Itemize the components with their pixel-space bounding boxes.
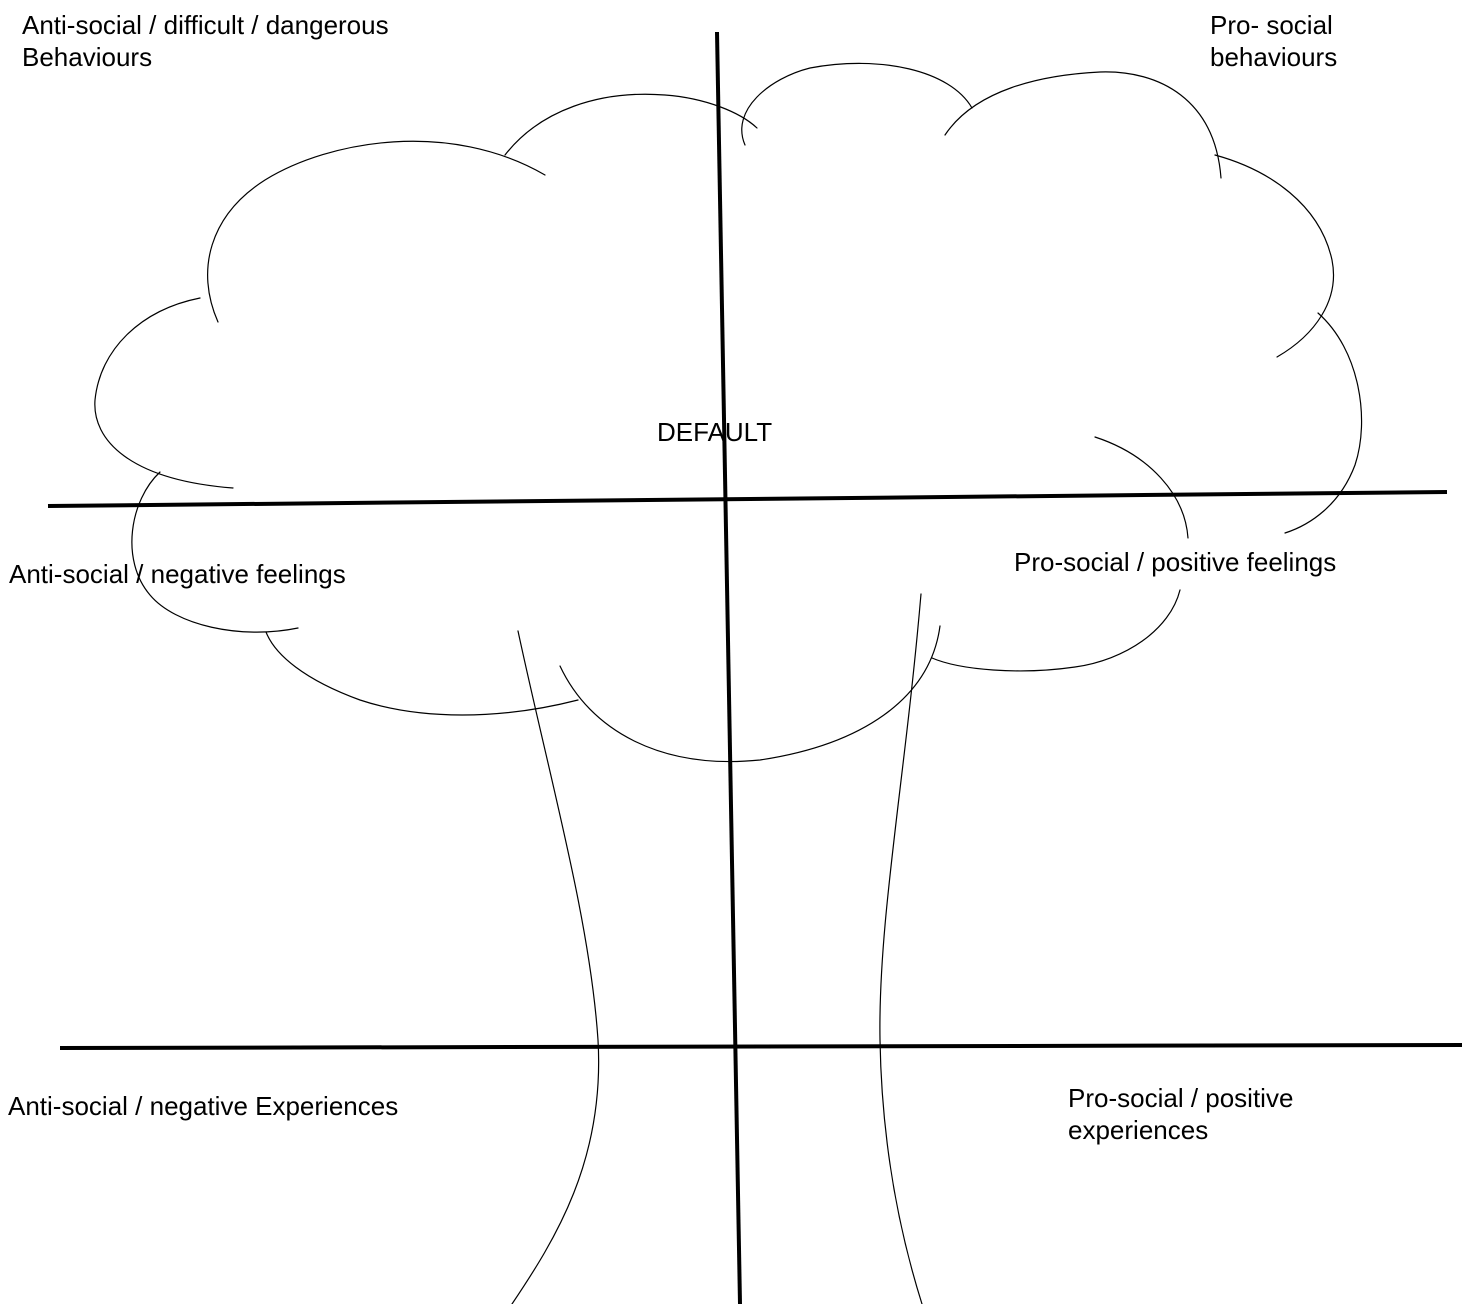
- cloud-arc-right-lower: [1284, 312, 1363, 534]
- label-prosocial-feelings: Pro-social / positive feelings: [1014, 547, 1337, 577]
- cloud-arc-bottom-center-right: [559, 625, 941, 763]
- label-prosocial-experiences: Pro-social / positive experiences: [1068, 1082, 1293, 1146]
- horizontal-axis-upper: [47, 490, 1448, 508]
- cloud-arc-bottom-center-left: [265, 631, 579, 716]
- cloud-arc-right-upper: [1214, 154, 1334, 358]
- cloud-arc-top-left: [207, 140, 546, 323]
- cloud-arc-left: [94, 297, 234, 489]
- label-prosocial-behaviours-line-1: Pro- social: [1210, 10, 1333, 40]
- label-prosocial-behaviours: Pro- social behaviours: [1210, 9, 1337, 73]
- vertical-axis: [715, 31, 742, 1304]
- label-antisocial-experiences: Anti-social / negative Experiences: [8, 1091, 399, 1121]
- label-default: DEFAULT: [657, 417, 773, 447]
- label-antisocial-behaviours-line-2: Behaviours: [22, 42, 153, 72]
- horizontal-axis-lower: [59, 1043, 1463, 1050]
- cloud-arc-top-right: [944, 71, 1222, 179]
- label-antisocial-behaviours: Anti-social / difficult / dangerous Beha…: [22, 9, 389, 73]
- trunk-right-edge: [879, 593, 923, 1304]
- cloud-arc-left-bottom: [131, 471, 299, 633]
- label-prosocial-experiences-line-1: Pro-social / positive: [1068, 1083, 1294, 1113]
- cloud-arc-top-mid: [741, 62, 973, 146]
- label-prosocial-behaviours-line-2: behaviours: [1210, 42, 1338, 72]
- cloud-arc-right-inner: [1094, 436, 1189, 539]
- label-antisocial-feelings: Anti-social / negative feelings: [9, 559, 346, 589]
- label-antisocial-behaviours-line-1: Anti-social / difficult / dangerous: [22, 10, 389, 40]
- label-prosocial-experiences-line-2: experiences: [1068, 1115, 1209, 1145]
- cloud-arc-bottom-right: [931, 589, 1181, 672]
- cloud-arc-top-center: [504, 93, 758, 156]
- trunk-left-edge: [511, 630, 600, 1304]
